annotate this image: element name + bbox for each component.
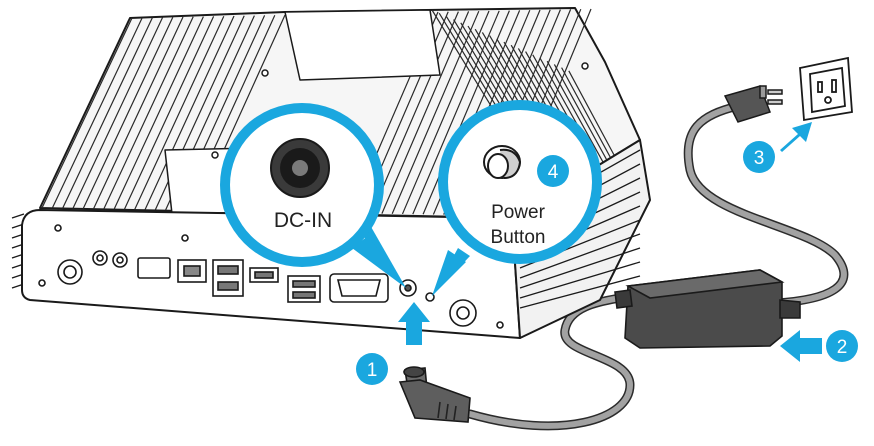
panel-screw	[425, 292, 435, 302]
display-port	[249, 267, 279, 283]
lan-port	[177, 259, 207, 283]
heatsink-fin	[561, 67, 616, 166]
heatsink-fin	[51, 17, 143, 209]
antenna-connector	[449, 299, 477, 327]
arrow-up-right-icon	[780, 122, 812, 152]
front-ports	[38, 224, 504, 329]
panel-screw	[38, 279, 46, 287]
dc-in-callout: DC-IN	[220, 103, 406, 288]
dc-in-jack-icon	[270, 138, 330, 198]
heatsink-fin	[72, 17, 164, 209]
heatsink-fin	[113, 16, 204, 210]
audio-jack	[112, 252, 128, 268]
side-fin	[519, 275, 641, 309]
panel-screw	[54, 224, 62, 232]
power-adapter	[614, 269, 801, 349]
heatsink-fin	[41, 17, 133, 209]
step-badge-3: 3	[743, 141, 775, 173]
side-fin	[519, 247, 641, 289]
step-number-2: 2	[837, 337, 848, 358]
heatsink-fin	[134, 15, 225, 210]
step-number-3: 3	[754, 148, 765, 169]
panel-screw	[181, 234, 189, 242]
blank-plate	[137, 257, 171, 279]
side-fin	[11, 213, 25, 219]
heatsink-fin	[144, 15, 235, 210]
step-badge-1: 1	[356, 353, 388, 385]
heatsink-fin	[568, 70, 621, 167]
step-number-1: 1	[367, 360, 378, 381]
heatsink-fin	[553, 64, 610, 165]
dc-in-label: DC-IN	[274, 209, 332, 232]
heatsink-fin	[62, 17, 153, 209]
power-button-callout: Power Button	[432, 100, 602, 296]
heatsink-fin	[123, 16, 215, 210]
heatsink-fin	[103, 16, 194, 210]
audio-jack	[92, 250, 108, 266]
step-badge-2: 2	[826, 330, 858, 362]
dc-in-jack	[399, 279, 417, 297]
power-button-label-line1: Power	[491, 202, 546, 223]
side-fin	[519, 233, 641, 279]
antenna-connector	[57, 259, 83, 285]
power-button-icon	[483, 145, 522, 179]
arrow-up-icon	[398, 302, 430, 345]
step-badge-4: 4	[537, 155, 569, 187]
usb-port-stack	[287, 275, 321, 303]
heatsink-fin	[92, 16, 184, 210]
dc-plug	[398, 366, 471, 423]
serial-com-port	[329, 273, 389, 303]
heatsink-fin	[371, 11, 459, 214]
heatsink-fin	[82, 16, 174, 209]
panel-screw	[496, 321, 504, 329]
usb-port-stack	[212, 259, 244, 297]
wall-outlet	[799, 56, 853, 122]
ac-plug	[723, 85, 783, 123]
power-button-label-line2: Button	[491, 227, 546, 248]
heatsink-fin	[546, 60, 604, 163]
step-number-4: 4	[548, 162, 559, 183]
side-fin	[519, 261, 641, 299]
arrow-left-icon	[780, 330, 822, 362]
ac-cable	[683, 101, 849, 308]
